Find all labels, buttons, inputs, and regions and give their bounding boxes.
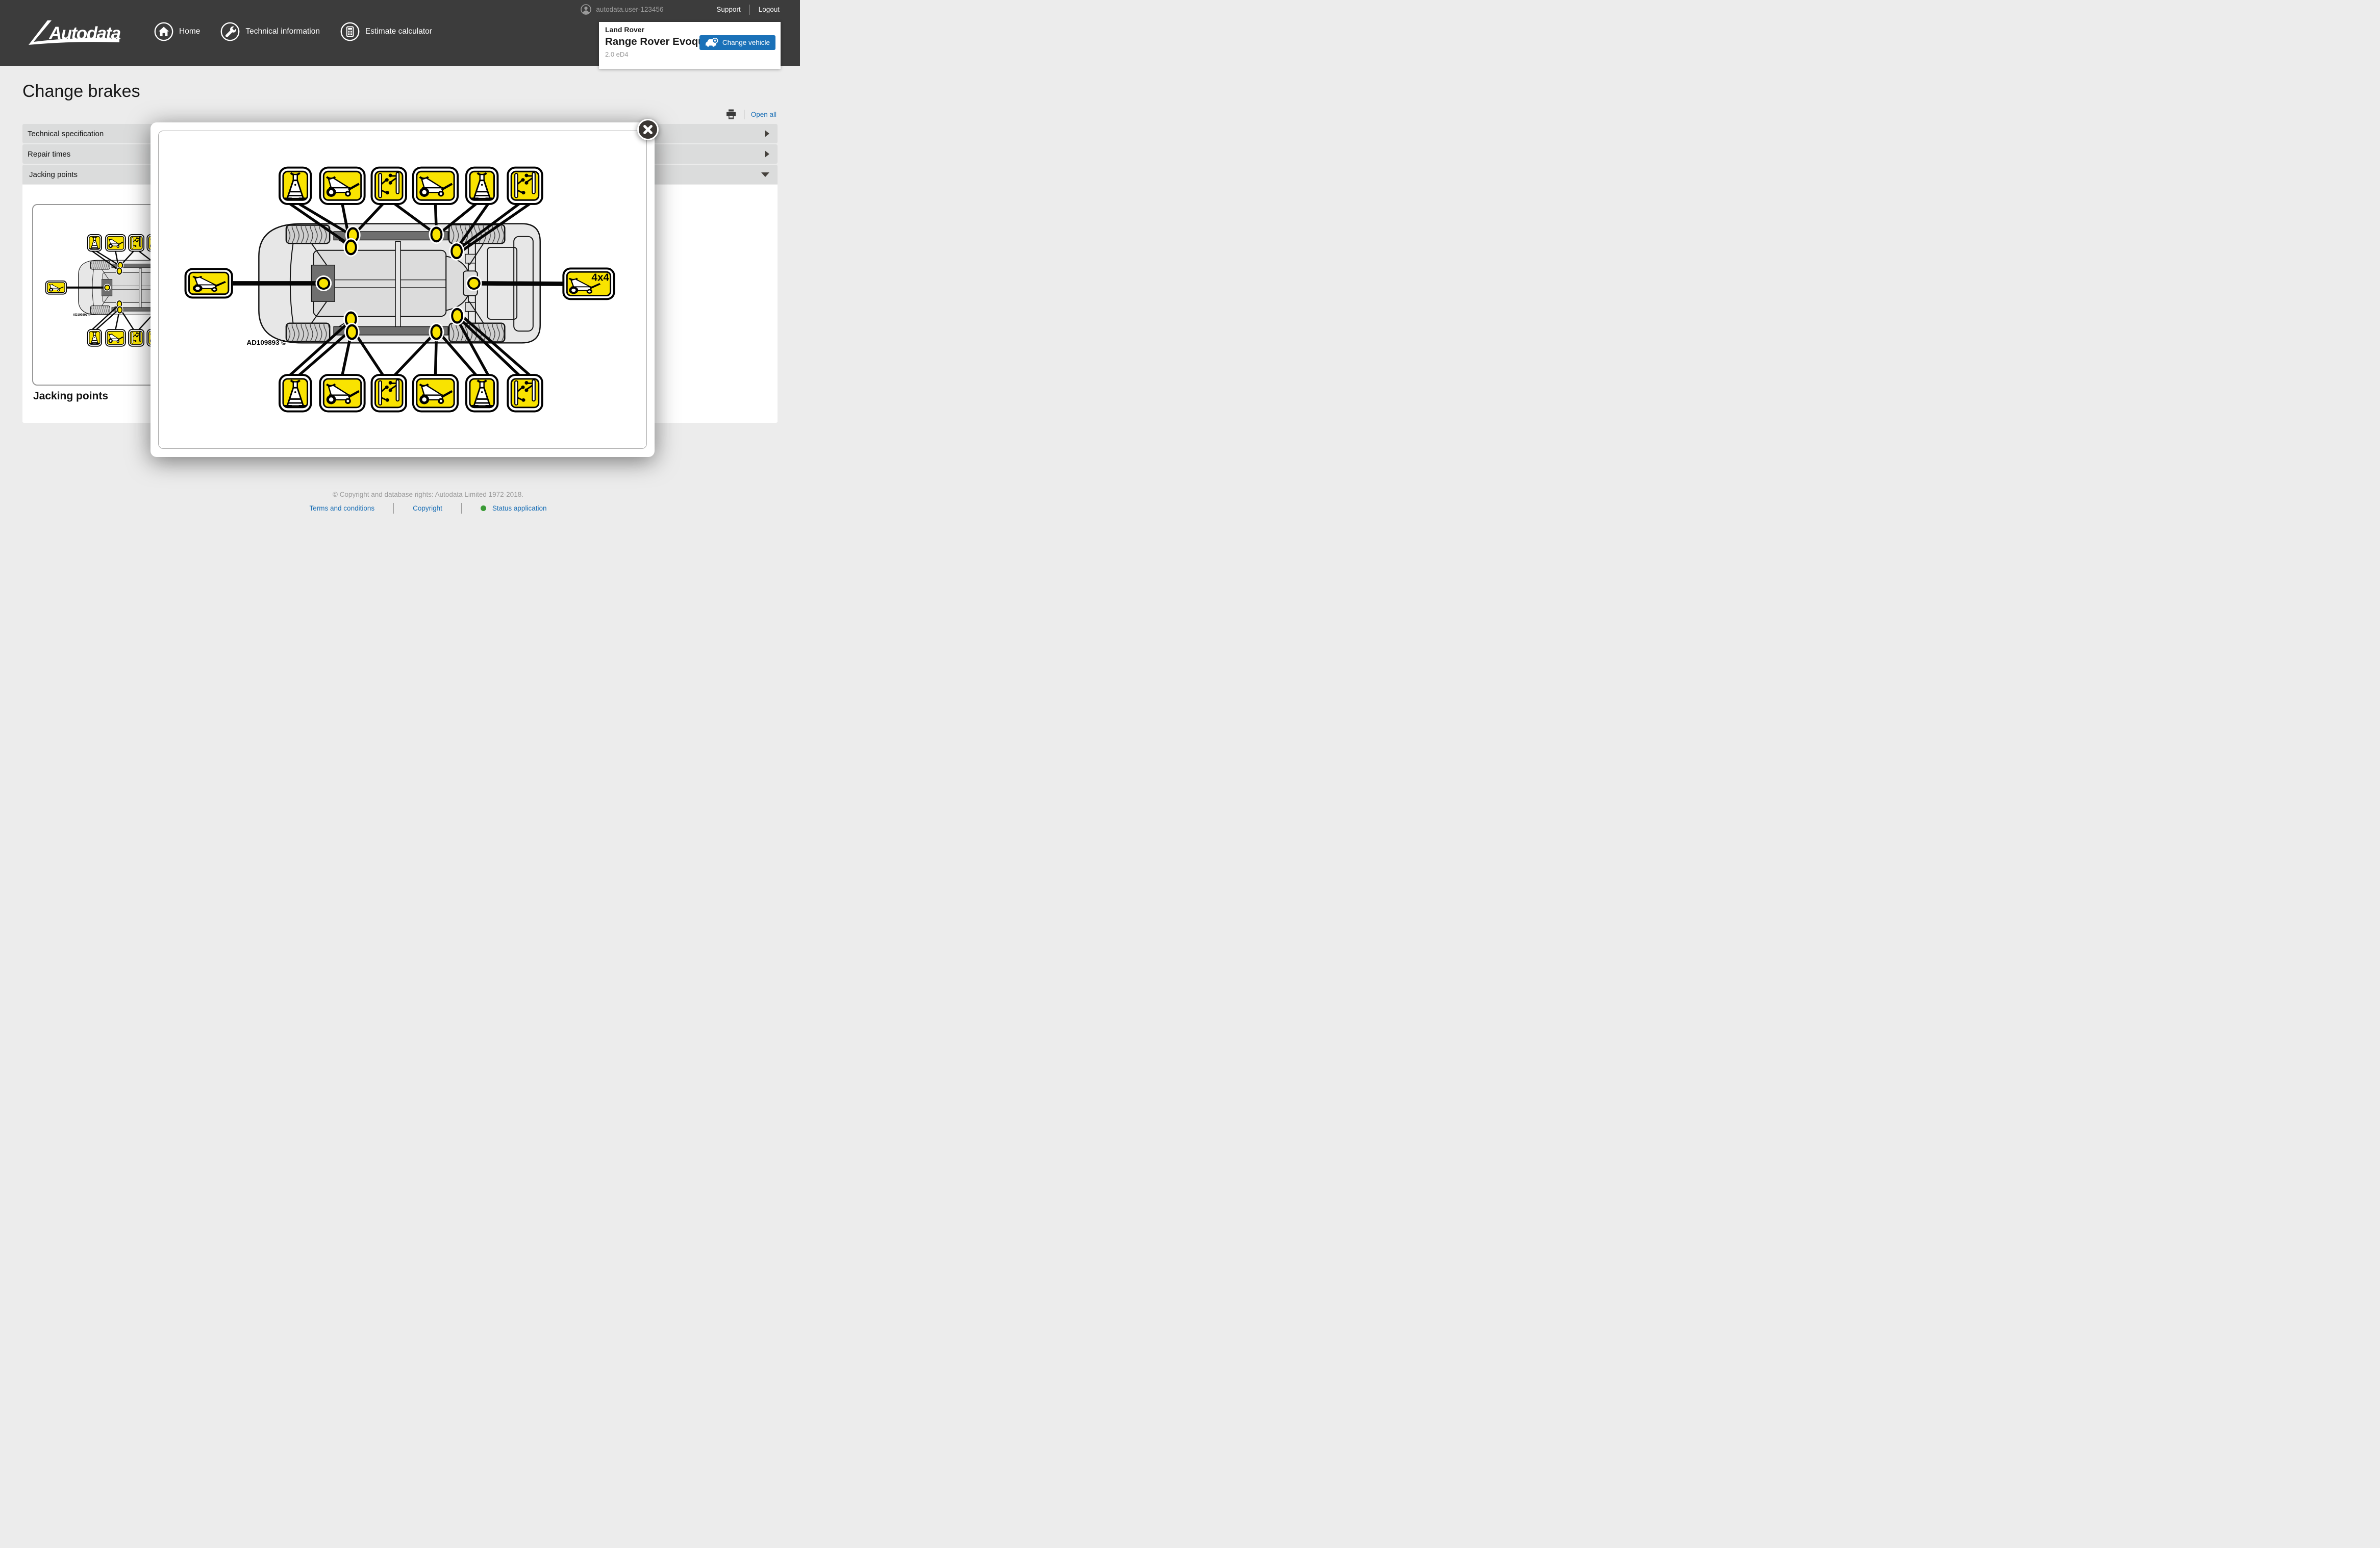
nav-item-home[interactable]: Home — [154, 22, 200, 41]
divider — [461, 503, 462, 514]
support-link[interactable]: Support — [716, 6, 741, 13]
accordion-label: Jacking points — [29, 170, 78, 179]
vehicle-model: Range Rover Evoque — [605, 36, 711, 47]
nav-label: Home — [179, 27, 201, 36]
logout-link[interactable]: Logout — [758, 6, 780, 13]
user-avatar-icon — [581, 4, 592, 15]
copyright-notice: © Copyright and database rights: Autodat… — [333, 491, 523, 498]
status-application-link[interactable]: Status application — [492, 504, 547, 512]
chevron-right-icon — [765, 150, 769, 158]
home-icon — [154, 22, 173, 41]
print-icon[interactable] — [725, 108, 737, 120]
copyright-link[interactable]: Copyright — [413, 504, 442, 512]
change-vehicle-label: Change vehicle — [722, 39, 770, 46]
autodata-logo[interactable]: Autodata — [22, 18, 124, 49]
close-icon — [643, 125, 653, 134]
jacking-points-modal — [151, 119, 659, 457]
wrench-icon — [220, 22, 240, 41]
vehicle-variant: 2.0 eD4 — [605, 50, 629, 58]
change-vehicle-icon — [705, 38, 718, 47]
jacking-points-diagram — [160, 132, 645, 447]
page-title: Change brakes — [22, 82, 140, 101]
open-all-link[interactable]: Open all — [750, 110, 776, 118]
vehicle-panel: Land Rover Range Rover Evoque 2.0 eD4 Ch… — [599, 22, 781, 69]
accordion-label: Technical specification — [28, 129, 104, 138]
divider — [393, 503, 394, 514]
username: autodata.user-123456 — [596, 6, 664, 13]
nav-item-estimate-calculator[interactable]: Estimate calculator — [340, 22, 432, 41]
account-bar: autodata.user-123456 Support Logout — [581, 4, 780, 15]
page-footer: © Copyright and database rights: Autodat… — [0, 491, 800, 514]
nav-item-technical-information[interactable]: Technical information — [220, 22, 320, 41]
calculator-icon — [340, 22, 360, 41]
divider — [749, 4, 750, 15]
logo-text: Autodata — [48, 23, 121, 43]
autodata-app: { "header": { "logo": "Autodata", "nav":… — [0, 0, 800, 520]
main-nav: Home Technical information Estimate calc… — [154, 22, 432, 41]
section-toolbar: Open all — [725, 108, 776, 121]
vehicle-make: Land Rover — [605, 26, 645, 34]
nav-label: Estimate calculator — [365, 27, 432, 36]
terms-link[interactable]: Terms and conditions — [309, 504, 375, 512]
status-green-dot — [480, 505, 486, 511]
chevron-right-icon — [765, 130, 769, 137]
modal-image-frame — [158, 131, 647, 449]
close-modal-button[interactable] — [637, 119, 659, 140]
chevron-down-icon — [761, 172, 769, 177]
nav-label: Technical information — [245, 27, 320, 36]
thumbnail-caption: Jacking points — [33, 390, 109, 402]
change-vehicle-button[interactable]: Change vehicle — [699, 35, 775, 50]
accordion-label: Repair times — [28, 149, 71, 159]
